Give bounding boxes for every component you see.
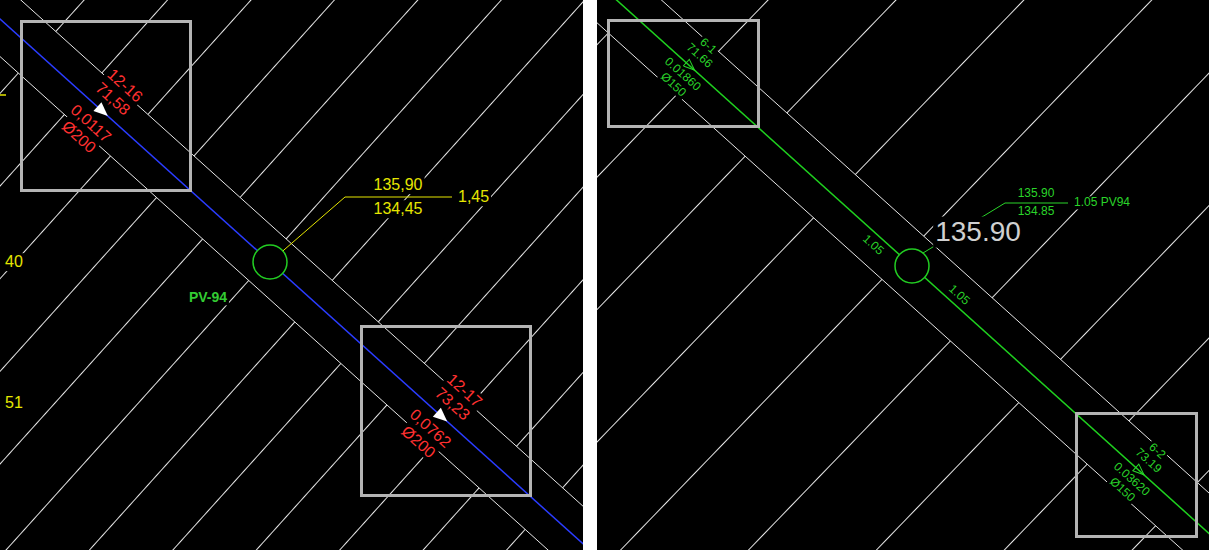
lower-lines: 0,0117Ø200 xyxy=(54,99,116,160)
ground-elevation: 135.90 xyxy=(1016,187,1057,200)
pipe-depth: 1.05 xyxy=(859,231,888,259)
ground-elevation: 135.90 xyxy=(933,217,1023,248)
street-edge xyxy=(597,0,1209,550)
leader-line xyxy=(283,197,452,251)
invert-elevation: 134.85 xyxy=(1016,205,1057,218)
elevation-label: 51 xyxy=(3,394,25,412)
lower-lines: 0,0762Ø200 xyxy=(393,405,456,467)
ground-elevation: 135,90 xyxy=(372,176,425,194)
sewer-pipe xyxy=(597,0,1209,550)
sewer-pipe xyxy=(0,0,583,550)
left-panel xyxy=(0,0,583,550)
invert-elevation: 134,45 xyxy=(372,200,425,218)
manhole-depth: 1.05 PV94 xyxy=(1072,196,1132,209)
right-panel xyxy=(597,0,1209,550)
pipe-depth: 1.05 xyxy=(944,281,973,309)
manhole-symbol xyxy=(895,249,929,283)
panel-ground xyxy=(597,0,1209,550)
pipe-label-box: 12-1671,580,0117Ø200 xyxy=(20,20,192,192)
edge-tick xyxy=(0,94,6,96)
manhole-symbol xyxy=(253,245,287,279)
upper-lines: 12-1671,58 xyxy=(88,61,150,122)
street-band xyxy=(0,0,583,550)
lot-lines xyxy=(597,0,1209,550)
street-band xyxy=(597,0,1209,550)
pipe-label-text: 12-1671,580,0117Ø200 xyxy=(54,61,150,160)
pipe-label-text: 12-1773,230,0762Ø200 xyxy=(393,367,490,467)
pipe-label-text: 6-171.660.01860Ø150 xyxy=(651,26,730,106)
manhole-name: PV-94 xyxy=(187,290,229,305)
street-edge xyxy=(0,0,583,550)
street-edge xyxy=(0,0,583,550)
upper-lines: 12-1773,23 xyxy=(427,367,490,429)
manhole-depth: 1,45 xyxy=(456,188,491,206)
pipe-label-text: 6-273.190.03620Ø150 xyxy=(1100,431,1179,511)
pipe-label-box: 6-171.660.01860Ø150 xyxy=(607,19,760,128)
street-edge xyxy=(597,0,1209,550)
pipe-label-box: 12-1773,230,0762Ø200 xyxy=(360,325,532,497)
pipe-label-box: 6-273.190.03620Ø150 xyxy=(1075,412,1198,538)
leader-line xyxy=(923,203,1068,253)
elevation-label: 40 xyxy=(3,253,25,271)
